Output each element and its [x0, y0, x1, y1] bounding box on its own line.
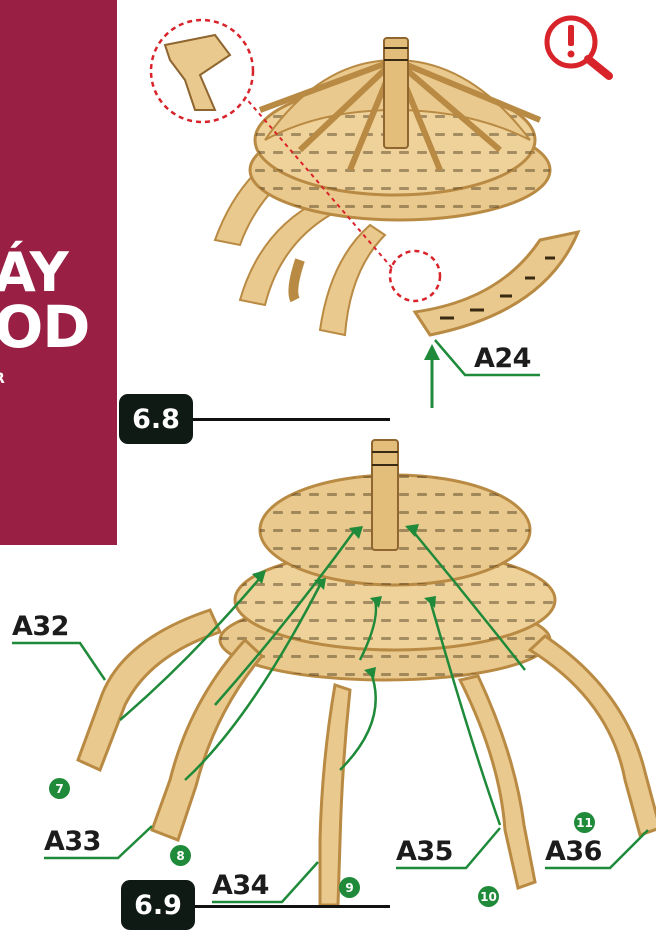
step-badge-6-8: 6.8 [119, 394, 193, 444]
piece-number-10: 10 [478, 886, 499, 907]
part-label-a33: A33 [44, 828, 101, 855]
step-badge-6-9: 6.9 [121, 880, 195, 930]
part-label-a32: A32 [12, 613, 69, 640]
magnifier-exclamation-icon [541, 12, 617, 80]
piece-number-8: 8 [170, 845, 191, 866]
part-label-a35: A35 [396, 838, 453, 865]
piece-number-11: 11 [574, 812, 595, 833]
part-label-a24: A24 [474, 345, 531, 372]
part-label-a36: A36 [545, 838, 602, 865]
piece-number-7: 7 [49, 778, 70, 799]
step-line-6-8 [193, 418, 390, 421]
step-line-6-9 [195, 905, 390, 908]
piece-number-9: 9 [339, 877, 360, 898]
part-label-a34: A34 [212, 872, 269, 899]
